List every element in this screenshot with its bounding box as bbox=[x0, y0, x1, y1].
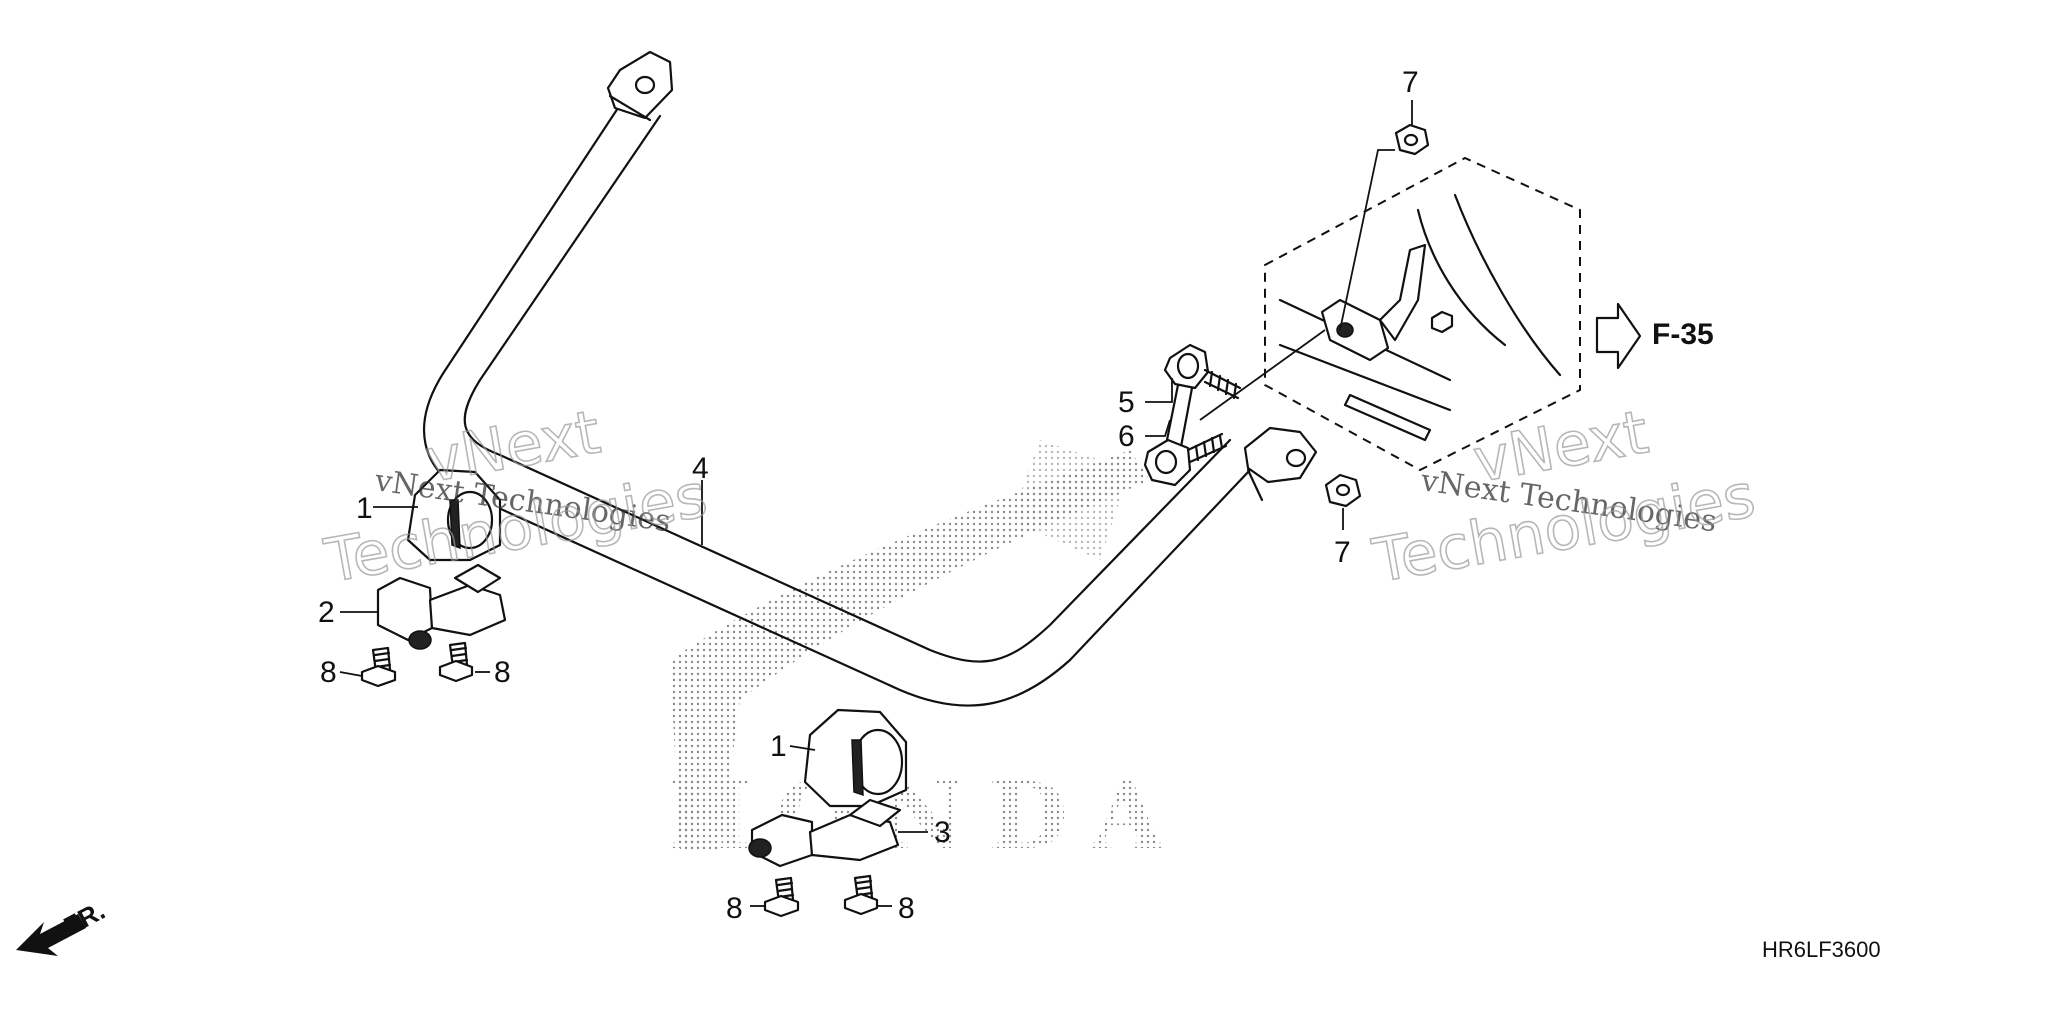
bracket-left bbox=[376, 563, 507, 650]
bolt-center-b bbox=[843, 874, 879, 916]
honda-logo: HONDA bbox=[665, 440, 1187, 870]
nut-bottom bbox=[1324, 473, 1362, 508]
bracket-center bbox=[748, 798, 902, 868]
callout-8-c: 8 bbox=[726, 892, 743, 925]
callout-1-center: 1 bbox=[770, 730, 787, 763]
stabilizer-bar bbox=[422, 50, 1318, 707]
reference-label: F-35 bbox=[1652, 318, 1714, 351]
stabilizer-link bbox=[1143, 343, 1242, 487]
bolt-left-a bbox=[360, 646, 397, 688]
callout-2: 2 bbox=[318, 596, 335, 629]
watermark-left: vNext Technologies vNext Technologies bbox=[319, 397, 713, 598]
leader-lines bbox=[339, 100, 1413, 907]
callout-3: 3 bbox=[934, 816, 951, 849]
inset-detail bbox=[1264, 156, 1581, 472]
callout-5: 5 bbox=[1118, 386, 1135, 419]
callout-6: 6 bbox=[1118, 420, 1135, 453]
nut-top bbox=[1394, 123, 1430, 156]
callout-1-left: 1 bbox=[356, 492, 373, 525]
callout-8-a: 8 bbox=[320, 656, 337, 689]
diagram-code: HR6LF3600 bbox=[1762, 937, 1881, 962]
callout-7-bottom: 7 bbox=[1334, 536, 1351, 569]
reference-arrow bbox=[1595, 302, 1642, 370]
callout-8-d: 8 bbox=[898, 892, 915, 925]
bushing-center bbox=[803, 708, 908, 808]
callout-8-b: 8 bbox=[494, 656, 511, 689]
bushing-left bbox=[406, 468, 502, 562]
callout-7-top: 7 bbox=[1402, 66, 1419, 99]
callouts: 1 2 8 8 4 5 6 7 7 1 3 8 8 bbox=[318, 66, 1419, 925]
honda-logo-text: HONDA bbox=[665, 762, 1187, 870]
bolt-center-a bbox=[763, 876, 800, 918]
bolt-left-b bbox=[438, 641, 474, 683]
callout-4: 4 bbox=[692, 452, 709, 485]
front-arrow bbox=[16, 914, 86, 956]
